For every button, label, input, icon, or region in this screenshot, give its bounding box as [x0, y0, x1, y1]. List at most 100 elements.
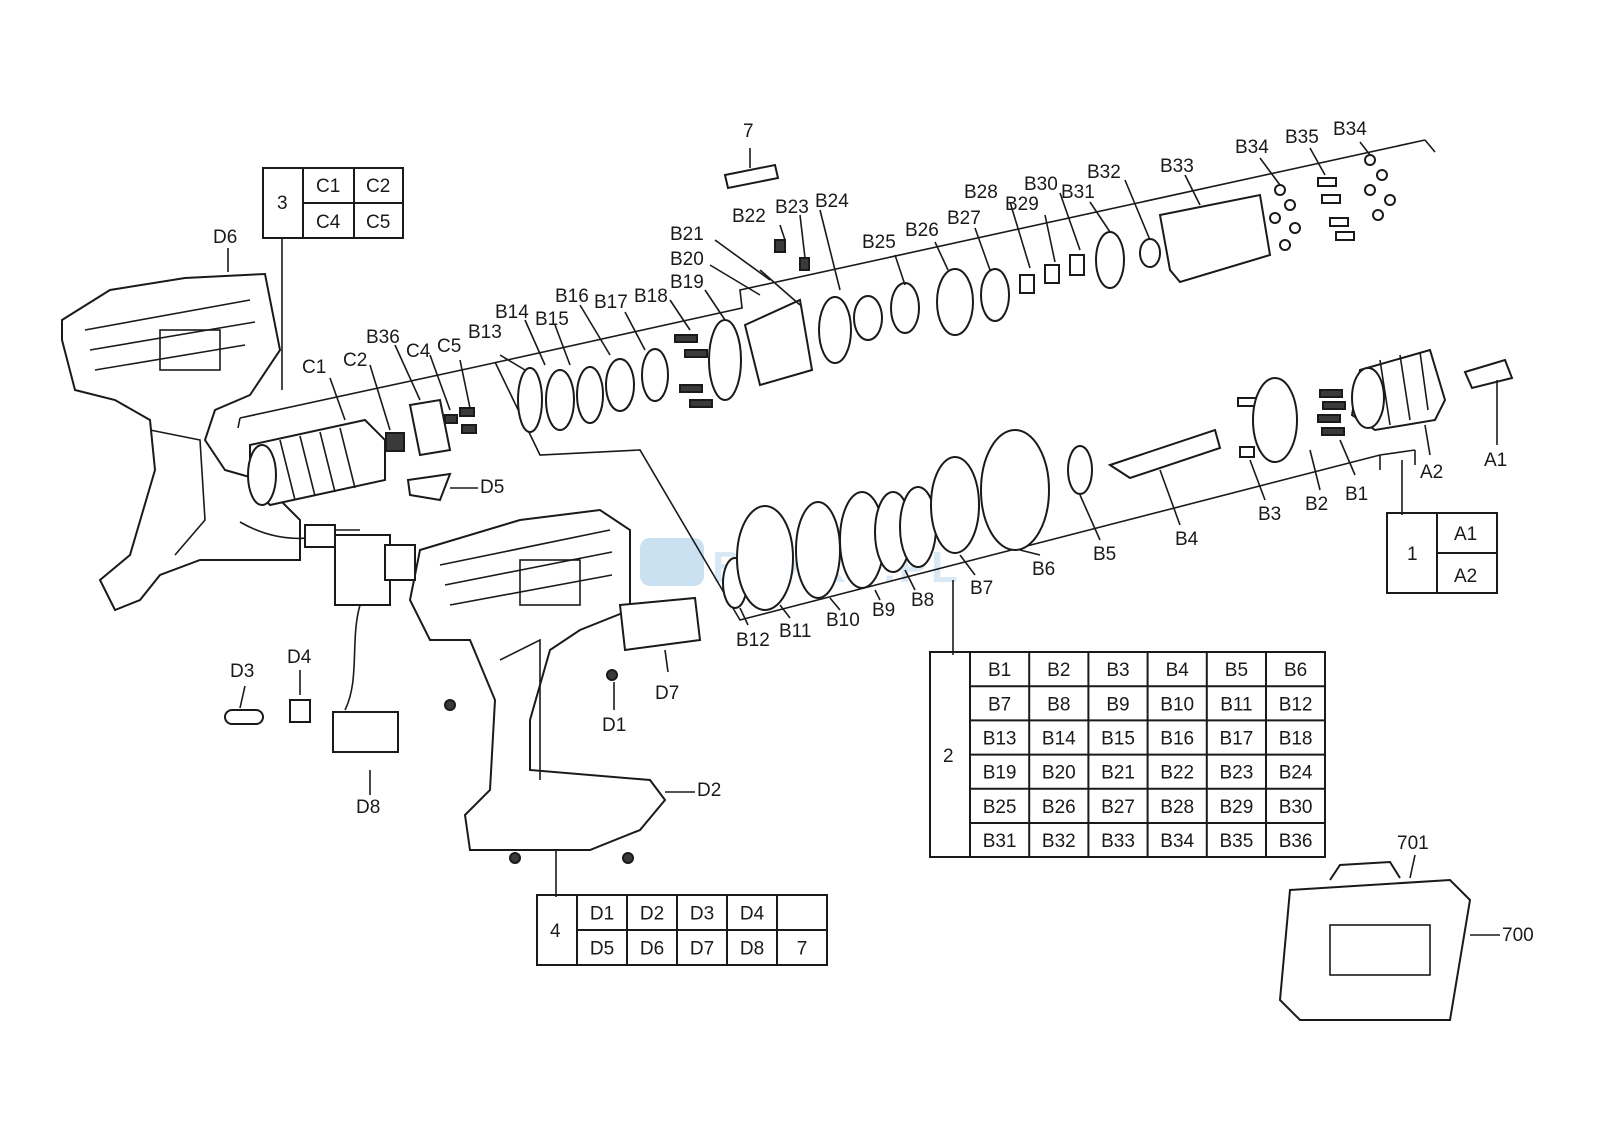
- label-B34b: B34: [1333, 119, 1367, 140]
- label-B31: B31: [1061, 182, 1095, 203]
- label-B26: B26: [905, 220, 939, 241]
- label-C4: C4: [406, 341, 431, 362]
- group-2-cell: B15: [1101, 729, 1135, 750]
- switch-assembly: [239, 521, 416, 753]
- small-balls: [1269, 154, 1396, 251]
- label-A2: A2: [1420, 462, 1443, 483]
- spring-clip: [224, 709, 264, 725]
- label-D6: D6: [213, 227, 237, 248]
- group-1-table: 1 A1 A2: [1386, 512, 1498, 594]
- group-2-cell: B32: [1042, 831, 1076, 852]
- label-D5: D5: [480, 477, 504, 498]
- label-B18: B18: [634, 286, 668, 307]
- group-2-cell: B22: [1160, 763, 1194, 784]
- switch-slider: [723, 163, 780, 190]
- label-B8: B8: [911, 590, 934, 611]
- leader-lines: [227, 141, 1500, 936]
- group-4-cell: D4: [740, 904, 765, 925]
- label-B12: B12: [736, 630, 770, 651]
- group-3-cell: C5: [366, 212, 390, 233]
- group-3-number: 3: [277, 193, 288, 214]
- label-plate: [618, 596, 702, 652]
- group-2-cell: B29: [1219, 797, 1253, 818]
- group-boundary-lines: [237, 139, 1436, 621]
- group-3-cell: C2: [366, 176, 390, 197]
- group-4-cell: D2: [640, 904, 664, 925]
- group-2-number: 2: [943, 746, 954, 767]
- group-2-cell: B7: [988, 694, 1011, 715]
- label-B2: B2: [1305, 494, 1328, 515]
- group-3-cell: C4: [316, 212, 341, 233]
- group-4-cell: D5: [590, 939, 614, 960]
- label-B21: B21: [670, 224, 704, 245]
- group-2-cell: B27: [1101, 797, 1135, 818]
- group-2-cell: B17: [1219, 729, 1253, 750]
- drill-chuck: [1350, 348, 1447, 432]
- label-B16: B16: [555, 286, 589, 307]
- group-2-cell: B18: [1279, 729, 1313, 750]
- group-3-table: 3 C1 C2 C4 C5: [262, 167, 404, 239]
- group-2-cell: B3: [1106, 660, 1129, 681]
- label-B36: B36: [366, 327, 400, 348]
- gearbox-upper-parts: [517, 193, 1272, 433]
- group-2-cell: B28: [1160, 797, 1194, 818]
- motor-plate: [408, 398, 452, 457]
- label-C1: C1: [302, 357, 326, 378]
- group-2-cell: B19: [983, 763, 1017, 784]
- housing-left-half: [61, 272, 301, 612]
- label-B30: B30: [1024, 174, 1058, 195]
- label-B15: B15: [535, 309, 569, 330]
- part-labels: A1 A2 B1 B2 B3 B4 B5 B6 B7 B8 B9 B10 B11…: [213, 119, 1534, 946]
- label-B6: B6: [1032, 559, 1055, 580]
- group-2-cell: B20: [1042, 763, 1076, 784]
- group-4-cell: D3: [690, 904, 714, 925]
- label-D2: D2: [697, 780, 721, 801]
- carry-case: [1278, 860, 1472, 1021]
- group-4-cell: D7: [690, 939, 714, 960]
- motor-screws: [444, 407, 477, 434]
- group-4-number: 4: [550, 921, 561, 942]
- group-2-cell: B4: [1166, 660, 1190, 681]
- housing-screws: [444, 669, 634, 864]
- label-B3: B3: [1258, 504, 1281, 525]
- label-B23: B23: [775, 197, 809, 218]
- group-4-cell: D1: [590, 904, 614, 925]
- group-2-cell: B6: [1284, 660, 1307, 681]
- group-1-number: 1: [1407, 544, 1418, 565]
- label-D3: D3: [230, 661, 254, 682]
- label-B5: B5: [1093, 544, 1116, 565]
- label-C2: C2: [343, 350, 367, 371]
- group-2-cell: B8: [1047, 694, 1070, 715]
- group-2-cell: B13: [983, 729, 1017, 750]
- label-C5: C5: [437, 336, 461, 357]
- group-connectors: [281, 238, 1403, 897]
- label-B19: B19: [670, 272, 704, 293]
- label-701: 701: [1397, 833, 1429, 854]
- label-B29: B29: [1005, 194, 1039, 215]
- label-700: 700: [1502, 925, 1534, 946]
- label-B34a: B34: [1235, 137, 1269, 158]
- label-B32: B32: [1087, 162, 1121, 183]
- label-B27: B27: [947, 208, 981, 229]
- group-2-cell: B25: [983, 797, 1017, 818]
- group-2-cell: B14: [1042, 729, 1076, 750]
- group-1-cell: A1: [1454, 524, 1477, 545]
- group-2-cell: B1: [988, 660, 1011, 681]
- group-2-cell: B21: [1101, 763, 1135, 784]
- group-2-cell: B36: [1279, 831, 1313, 852]
- label-B33: B33: [1160, 156, 1194, 177]
- label-B28: B28: [964, 182, 998, 203]
- label-B35: B35: [1285, 127, 1319, 148]
- group-2-cell: B26: [1042, 797, 1076, 818]
- group-4-cell: D8: [740, 939, 764, 960]
- group-2-cell: B9: [1106, 694, 1129, 715]
- group-1-cell: A2: [1454, 566, 1477, 587]
- label-D1: D1: [602, 715, 626, 736]
- group-2-cell: B24: [1279, 763, 1313, 784]
- label-D7: D7: [655, 683, 679, 704]
- chuck-screw: [1463, 358, 1514, 390]
- group-2-cell: B16: [1160, 729, 1194, 750]
